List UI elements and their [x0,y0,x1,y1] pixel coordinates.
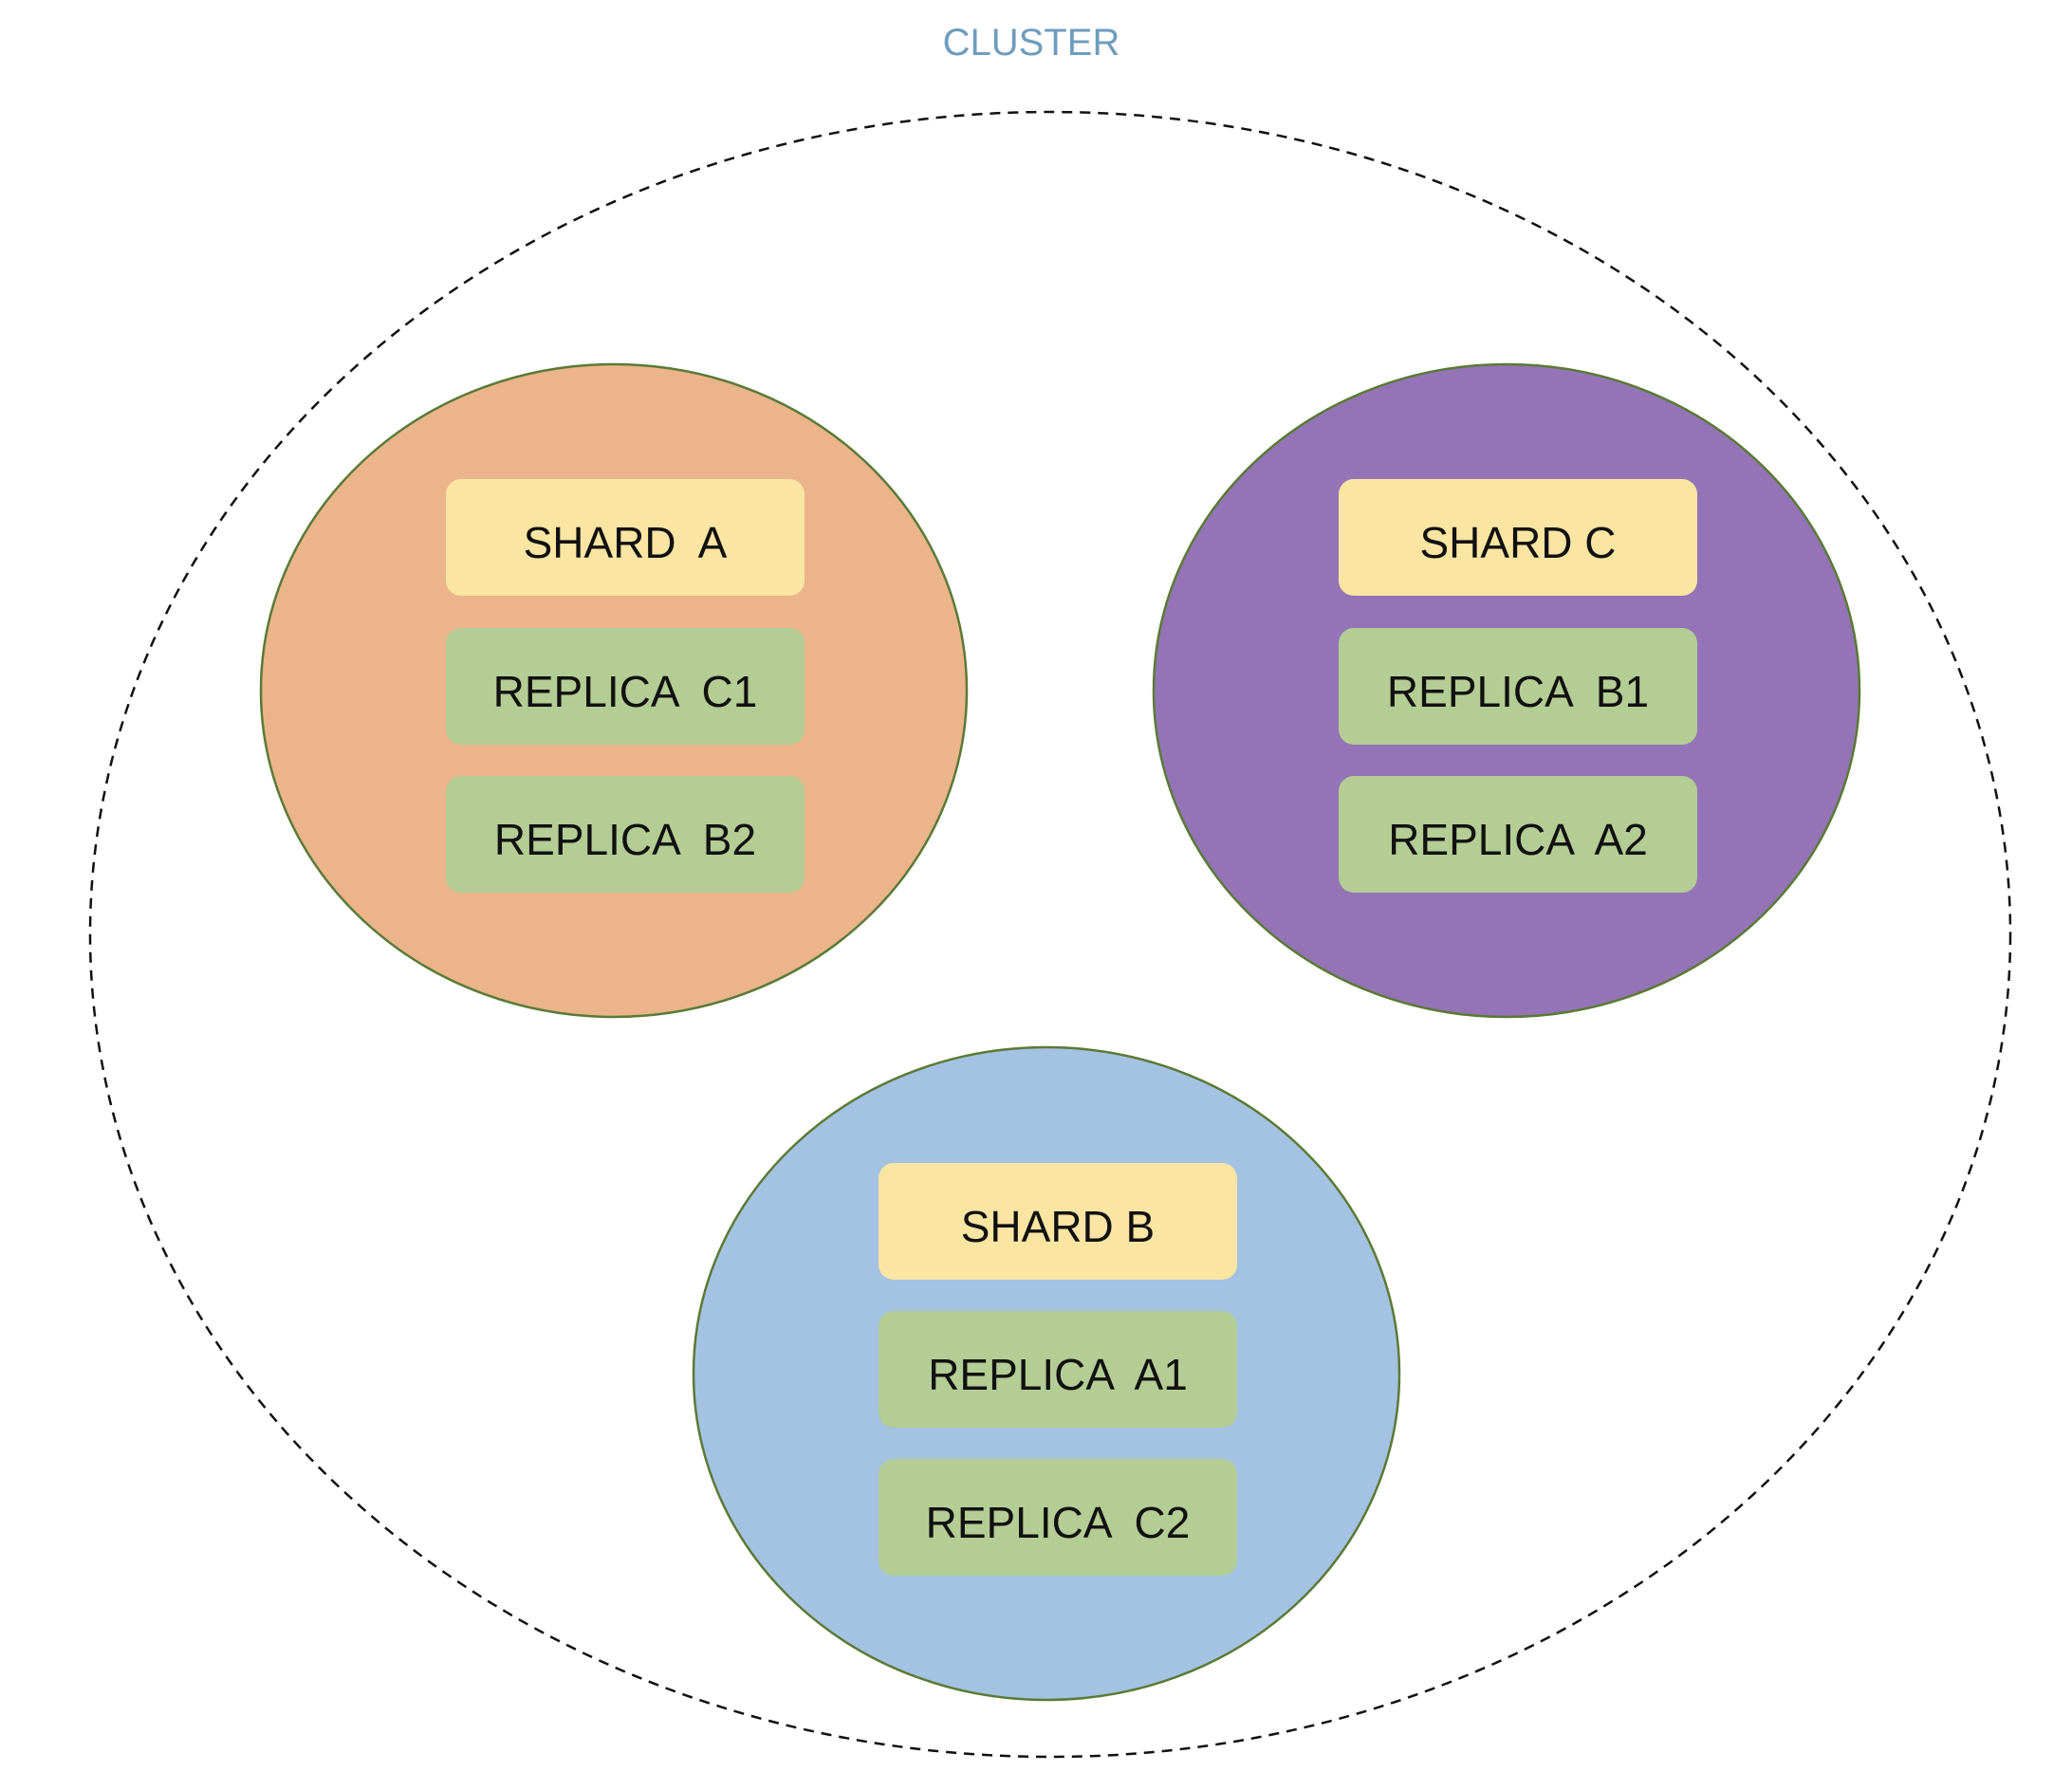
replica-c1-box [446,628,805,745]
shard-b-label: SHARD B [961,1202,1155,1251]
replica-b2-box [446,776,805,893]
node-shard-b: SHARD B REPLICA A1 REPLICA C2 [692,1045,1401,1702]
replica-b1-box [1339,628,1697,745]
replica-b1-label: REPLICA B1 [1387,667,1649,716]
replica-a2-box [1339,776,1697,893]
node-shard-c: SHARD C REPLICA B1 REPLICA A2 [1152,362,1861,1019]
replica-a2-label: REPLICA A2 [1388,815,1648,864]
cluster-boundary [88,110,2012,1759]
shard-c-label: SHARD C [1419,518,1616,567]
shard-a-label: SHARD A [524,518,728,567]
shard-b-box [879,1163,1237,1280]
replica-a1-box [879,1311,1237,1428]
replica-c1-label: REPLICA C1 [493,667,758,716]
node-shard-a: SHARD A REPLICA C1 REPLICA B2 [259,362,969,1019]
replica-c2-box [879,1459,1237,1576]
cluster-label: CLUSTER [943,22,1120,64]
replica-c2-label: REPLICA C2 [926,1498,1191,1547]
shard-c-box [1339,479,1697,596]
replica-b2-label: REPLICA B2 [494,815,756,864]
replica-a1-label: REPLICA A1 [928,1350,1188,1399]
shard-a-box [446,479,805,596]
